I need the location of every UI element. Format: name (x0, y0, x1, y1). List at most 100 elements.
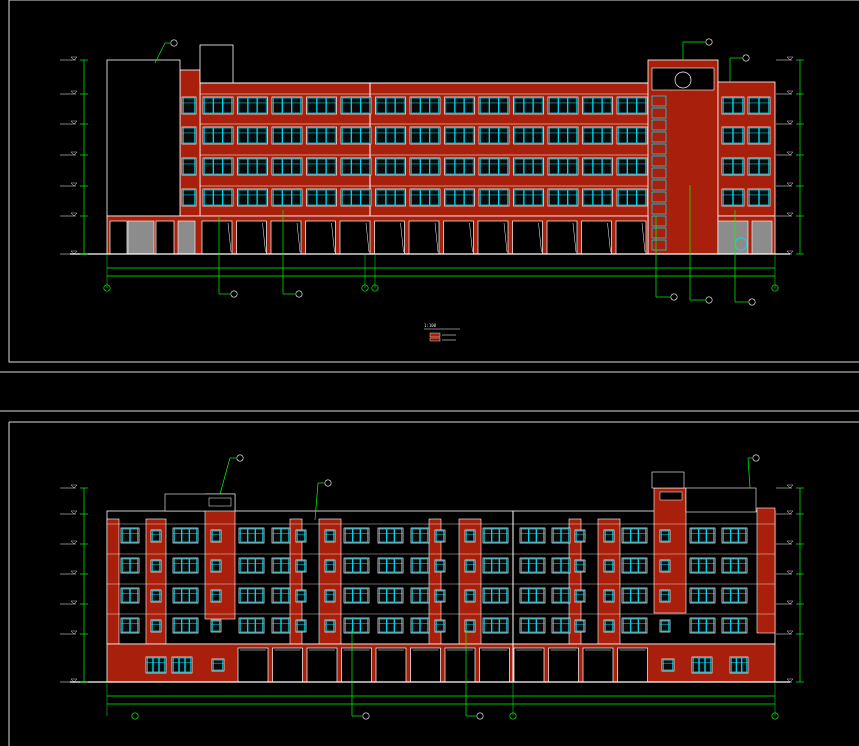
window-pane (630, 558, 639, 573)
window-pane (326, 158, 336, 175)
window-pane (548, 127, 559, 144)
window-frame (547, 126, 579, 145)
window-pane (575, 620, 585, 632)
window-pane (722, 618, 731, 633)
window-pane (316, 97, 327, 114)
window-frame (482, 557, 509, 574)
window-pane (722, 97, 734, 114)
window-pane (690, 588, 699, 603)
shopfront-opening (513, 647, 545, 683)
shopfront-opening (582, 647, 614, 683)
window-pane (173, 558, 182, 573)
window-pane (583, 158, 593, 175)
window-frame (547, 188, 579, 207)
window-pane (238, 189, 248, 206)
window-frame (171, 656, 193, 674)
window-pane (257, 158, 267, 175)
window-pane (560, 588, 570, 603)
window-pane (181, 558, 190, 573)
window-pane (489, 97, 499, 114)
window-pane (213, 97, 223, 114)
window-pane (660, 560, 670, 572)
window-frame (519, 527, 546, 544)
window-frame (340, 126, 372, 145)
window-pane (602, 127, 612, 144)
window-pane (386, 528, 395, 543)
window-frame (513, 126, 544, 145)
window-pane (758, 127, 770, 144)
window-pane (704, 657, 712, 673)
callout-parapet-bubble (324, 479, 332, 487)
shopfront-opening (548, 647, 579, 683)
window-pane (257, 127, 267, 144)
window-frame (582, 188, 613, 207)
window-frame (210, 619, 222, 633)
window-frame (729, 656, 749, 674)
stair-glazing (651, 191, 667, 203)
window-frame (377, 587, 404, 604)
window-pane (129, 618, 139, 633)
window-pane (533, 158, 543, 175)
window-frame (464, 589, 476, 603)
window-pane (499, 588, 508, 603)
window-pane (291, 189, 302, 206)
window-pane (316, 127, 327, 144)
window-frame (150, 559, 162, 573)
window-frame (616, 126, 648, 145)
window-pane (385, 97, 396, 114)
left-levels-level-triangle (70, 570, 78, 575)
window-frame (721, 527, 748, 544)
window-pane (280, 528, 290, 543)
window-frame (202, 96, 234, 115)
callout-base-a-bubble (670, 293, 678, 301)
window-pane (627, 97, 637, 114)
window-frame (343, 527, 370, 544)
shopfront-opening (155, 220, 175, 255)
window-pane (272, 618, 282, 633)
window-pane (435, 530, 445, 542)
window-pane (523, 97, 534, 114)
window-pane (410, 97, 421, 114)
window-pane (255, 558, 264, 573)
left-levels-level-triangle (70, 120, 78, 125)
window-frame (464, 619, 476, 633)
left-levels-level-triangle (70, 250, 78, 255)
window-pane (548, 189, 559, 206)
window-pane (178, 657, 186, 673)
window-pane (454, 189, 465, 206)
shopfront-opening (270, 220, 302, 255)
window-pane (533, 127, 543, 144)
window-pane (732, 158, 744, 175)
window-pane (247, 558, 256, 573)
window-pane (560, 528, 570, 543)
window-frame (574, 559, 586, 573)
window-pane (296, 590, 306, 602)
window-pane (410, 127, 421, 144)
window-frame (464, 559, 476, 573)
window-pane (692, 657, 700, 673)
window-frame (603, 529, 615, 543)
window-pane (738, 588, 747, 603)
window-frame (202, 157, 234, 176)
window-pane (395, 158, 405, 175)
window-frame (478, 126, 510, 145)
window-pane (272, 588, 282, 603)
window-pane (491, 588, 500, 603)
left-levels-level-triangle (70, 678, 78, 683)
window-pane (386, 558, 395, 573)
window-pane (730, 528, 739, 543)
window-pane (660, 590, 670, 602)
front-elevation (60, 38, 804, 306)
window-pane (514, 97, 524, 114)
window-pane (282, 127, 292, 144)
right-levels-level-triangle (786, 510, 794, 515)
window-frame (603, 589, 615, 603)
window-frame (519, 557, 546, 574)
shopfront-opening (444, 647, 476, 683)
window-pane (291, 127, 302, 144)
window-pane (272, 189, 283, 206)
window-pane (617, 189, 628, 206)
right-levels-level-triangle (786, 630, 794, 635)
window-pane (385, 189, 396, 206)
window-pane (523, 158, 534, 175)
